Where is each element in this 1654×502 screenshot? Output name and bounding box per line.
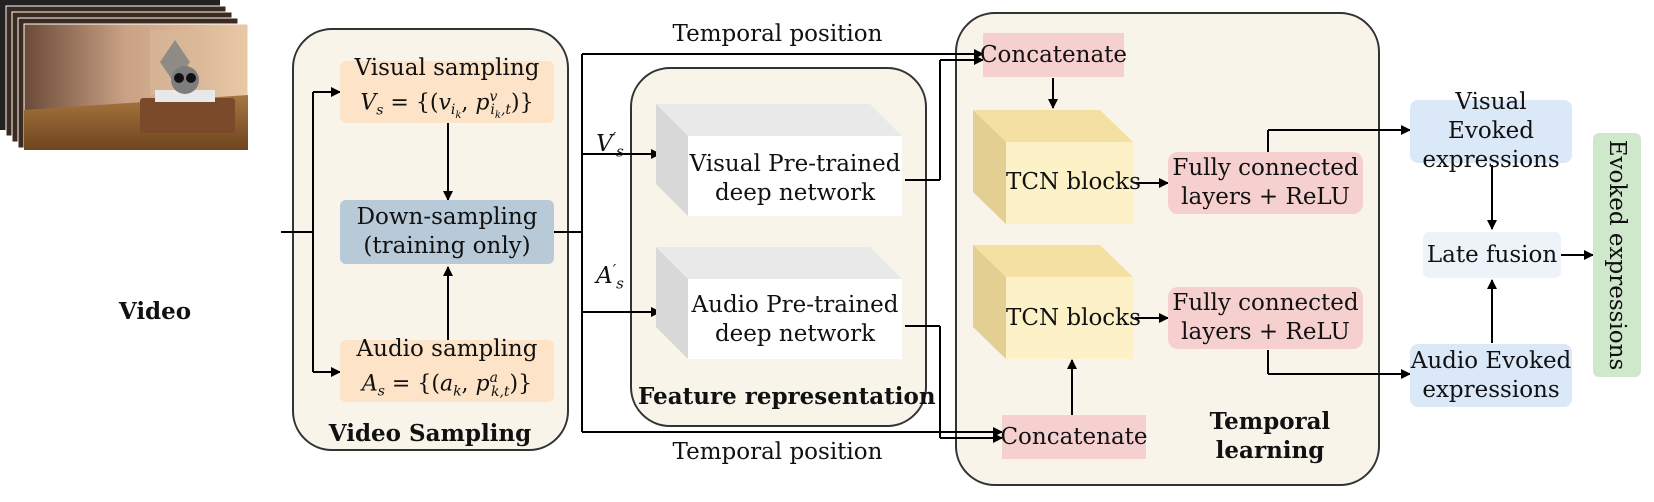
concatenate-top-box: Concatenate	[980, 33, 1127, 77]
video-frames-image	[0, 0, 248, 150]
temporal-position-bottom-label: Temporal position	[672, 439, 883, 465]
audio-network-3d-top	[656, 247, 902, 279]
video-sampling-panel-label: Video Sampling	[328, 420, 532, 447]
visual-sampling-title: Visual sampling	[354, 54, 540, 81]
audio-evoked-line1: Audio Evoked	[1410, 347, 1572, 374]
evoked-expressions-output-label: Evoked expressions	[1604, 139, 1630, 371]
tcn-top-3d-side	[973, 110, 1006, 224]
audio-network-3d-front	[688, 279, 902, 359]
visual-network-line2: deep network	[714, 180, 876, 206]
concatenate-bottom-box: Concatenate	[1000, 415, 1148, 459]
fully-connected-top-line2: layers + ReLU	[1181, 184, 1350, 210]
video-label: Video	[118, 298, 192, 325]
down-sampling-line1: Down-sampling	[356, 204, 538, 230]
tcn-bottom-3d-top	[973, 245, 1133, 277]
temporal-learning-label-line2: learning	[1215, 437, 1325, 464]
down-sampling-line2: (training only)	[363, 233, 531, 259]
audio-sampling-formula: As = {(ak, pak,t)}	[361, 370, 533, 400]
evoked-expressions-output-box: Evoked expressions	[1593, 133, 1641, 377]
late-fusion-box: Late fusion	[1423, 232, 1561, 278]
tcn-top-3d-top	[973, 110, 1133, 142]
visual-sampling-box: Visual sampling Vs = {(vik, pvik,t)}	[340, 55, 554, 123]
visual-network-line1: Visual Pre-trained	[689, 151, 901, 177]
temporal-position-top-label: Temporal position	[672, 21, 883, 47]
fully-connected-bottom-line2: layers + ReLU	[1181, 319, 1350, 345]
tcn-bottom-3d-front	[1006, 277, 1133, 359]
tcn-top-3d-front	[1006, 142, 1133, 224]
audio-evoked-box: Audio Evoked expressions	[1410, 344, 1572, 407]
vs-prime-label: V′s	[596, 129, 624, 161]
tcn-bottom-label: TCN blocks	[1006, 305, 1141, 331]
down-sampling-box: Down-sampling (training only)	[340, 200, 554, 264]
visual-network-3d-side	[656, 104, 688, 216]
visual-sampling-formula: Vs = {(vik, pvik,t)}	[360, 88, 534, 122]
audio-network-line1: Audio Pre-trained	[691, 292, 899, 318]
visual-evoked-box: Visual Evoked expressions	[1410, 89, 1572, 173]
visual-network-3d-top	[656, 104, 902, 136]
visual-evoked-line2: expressions	[1422, 147, 1560, 173]
fully-connected-top-box: Fully connected layers + ReLU	[1168, 152, 1363, 214]
visual-evoked-line1: Visual Evoked	[1448, 89, 1534, 144]
audio-sampling-box: Audio sampling As = {(ak, pak,t)}	[340, 336, 554, 402]
as-prime-label: A′s	[596, 261, 624, 293]
audio-network-line2: deep network	[714, 321, 876, 347]
audio-network-3d-side	[656, 247, 688, 359]
audio-sampling-title: Audio sampling	[356, 336, 538, 363]
fully-connected-bottom-box: Fully connected layers + ReLU	[1168, 287, 1363, 349]
tcn-top-label: TCN blocks	[1006, 169, 1141, 195]
visual-network-3d-front	[688, 136, 902, 216]
fully-connected-top-line1: Fully connected	[1172, 155, 1359, 181]
tcn-bottom-3d-side	[973, 245, 1006, 359]
fully-connected-bottom-line1: Fully connected	[1172, 290, 1359, 316]
audio-evoked-line2: expressions	[1422, 376, 1560, 403]
temporal-learning-label-line1: Temporal	[1209, 408, 1331, 435]
feature-representation-panel-label: Feature representation	[638, 383, 936, 410]
